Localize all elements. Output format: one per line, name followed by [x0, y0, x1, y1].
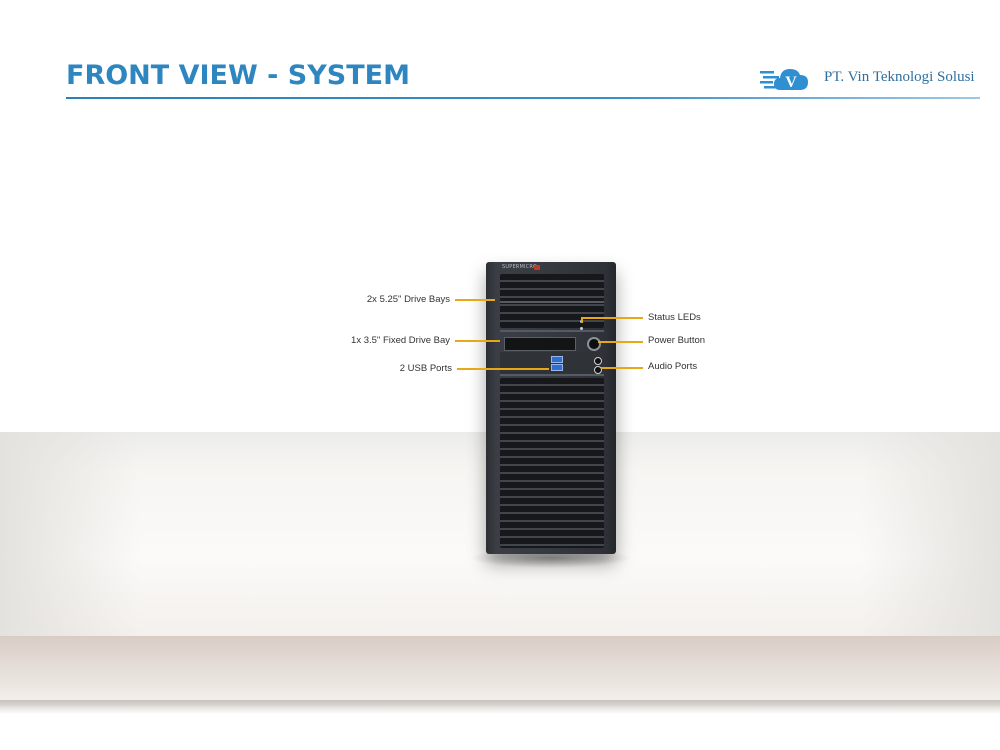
audio-port: [594, 357, 602, 365]
power-button: [587, 337, 601, 351]
callout-usb-ports: 2 USB Ports: [399, 363, 452, 374]
panel-divider: [500, 374, 604, 376]
callout-fixed-drive-bay: 1x 3.5" Fixed Drive Bay: [351, 335, 450, 346]
callout-line-drive-bays: [455, 299, 495, 301]
shelf-edge: [0, 636, 1000, 706]
callout-status-leds: Status LEDs: [648, 312, 701, 323]
status-led: [580, 327, 583, 330]
callout-power-button: Power Button: [648, 335, 706, 346]
audio-port: [594, 366, 602, 374]
brand-label: SUPERMICRO: [502, 264, 538, 270]
company-logo: V PT. Vin Teknologi Solusi: [760, 60, 990, 96]
callout-line-status-leds-vertical: [581, 317, 583, 323]
title-underline: [66, 97, 980, 99]
callout-audio-ports: Audio Ports: [648, 361, 698, 372]
logo-letter: V: [785, 74, 797, 91]
usb-port: [551, 364, 563, 371]
fixed-drive-bay: [504, 337, 576, 351]
bay-divider: [500, 330, 604, 332]
callout-line-fixed-drive-bay: [455, 340, 500, 342]
shelf-shadow: [0, 700, 1000, 714]
bay-divider: [500, 301, 604, 303]
callout-line-power-button: [598, 341, 643, 343]
callout-line-usb-ports: [457, 368, 549, 370]
callout-line-status-leds: [581, 317, 643, 319]
page-title: FRONT VIEW - SYSTEM: [66, 60, 410, 91]
company-name: PT. Vin Teknologi Solusi: [824, 69, 975, 85]
cloud-logo-icon: V: [760, 69, 808, 91]
usb-port: [551, 356, 563, 363]
brand-accent: [534, 265, 540, 270]
callout-line-audio-ports: [601, 367, 643, 369]
front-ventilation-grille: [500, 378, 604, 548]
callout-drive-bays: 2x 5.25" Drive Bays: [366, 294, 450, 305]
